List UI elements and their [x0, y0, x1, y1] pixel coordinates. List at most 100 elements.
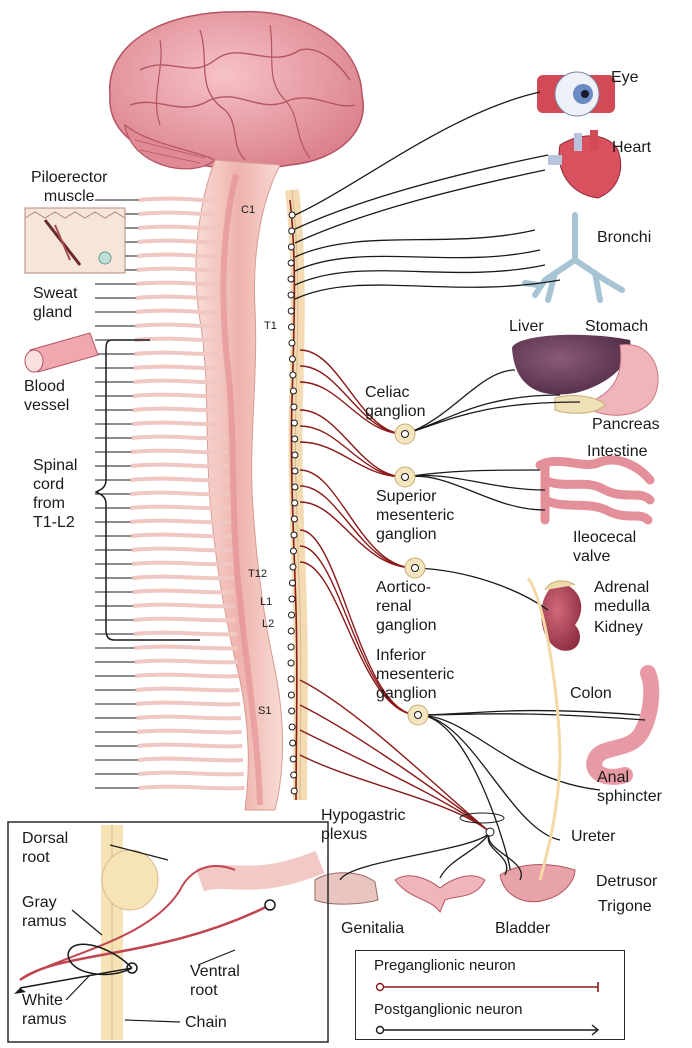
- spinal-nerve-rootlet: [136, 311, 221, 313]
- chain-ganglion-node: [288, 260, 294, 266]
- postganglionic-fiber: [418, 714, 645, 720]
- legend-postganglionic-line: [374, 1024, 606, 1036]
- label-dorsal-root: Dorsalroot: [22, 829, 68, 867]
- label-superior-mesenteric-ganglion: Superiormesentericganglion: [376, 487, 454, 544]
- postganglionic-fiber: [418, 715, 510, 870]
- segment-l2: L2: [262, 618, 274, 630]
- label-colon: Colon: [570, 684, 612, 703]
- postganglionic-fiber: [405, 395, 560, 434]
- spinal-nerve-rootlet: [138, 227, 216, 229]
- chain-ganglion-node: [288, 276, 294, 282]
- spinal-cord-bracket: [96, 340, 200, 640]
- postganglionic-fiber: [418, 715, 600, 790]
- spinal-nerve-rootlet: [131, 521, 231, 523]
- spinal-nerve-rootlet: [133, 591, 235, 593]
- chain-ganglion-node: [290, 740, 296, 746]
- spinal-nerve-rootlet: [134, 353, 222, 355]
- chain-ganglion-node: [289, 612, 295, 618]
- label-pancreas: Pancreas: [592, 415, 660, 434]
- label-bladder: Bladder: [495, 919, 550, 938]
- label-genitalia: Genitalia: [341, 919, 404, 938]
- chain-ganglion-node: [288, 244, 294, 250]
- spinal-nerve-rootlet: [132, 437, 227, 439]
- chain-ganglion-node: [289, 596, 295, 602]
- chain-ganglion-node: [291, 532, 297, 538]
- spinal-nerve-rootlet: [136, 689, 240, 691]
- chain-ganglion-node: [289, 228, 295, 234]
- spinal-nerve-rootlet: [137, 731, 242, 733]
- label-kidney: Kidney: [594, 618, 643, 637]
- spinal-nerve-rootlet: [131, 479, 229, 481]
- intestine-icon: [540, 460, 650, 520]
- chain-ganglion-node: [291, 788, 297, 794]
- spinal-nerve-rootlet: [134, 647, 237, 649]
- spinal-nerve-rootlet: [136, 297, 220, 299]
- chain-ganglion-node: [292, 468, 298, 474]
- spinal-nerve-rootlet: [133, 395, 225, 397]
- spinal-nerve-rootlet: [133, 605, 235, 607]
- chain-ganglion-node: [290, 372, 296, 378]
- postganglionic-fiber: [440, 832, 490, 878]
- chain-ganglion-node: [290, 388, 296, 394]
- heart-icon: [548, 130, 621, 198]
- chain-ganglion-node: [290, 564, 296, 570]
- chain-ganglion-node: [289, 324, 295, 330]
- spinal-nerve-rootlet: [137, 745, 242, 747]
- spinal-nerve-rootlet: [138, 773, 243, 775]
- legend: Preganglionic neuron Postganglionic neur…: [355, 950, 625, 1040]
- chain-ganglion-node: [289, 724, 295, 730]
- postganglionic-fiber: [295, 155, 548, 229]
- preganglionic-fiber: [300, 426, 405, 477]
- legend-postganglionic-label: Postganglionic neuron: [374, 1001, 522, 1018]
- chain-ganglion-node: [289, 340, 295, 346]
- chain-ganglion-node: [291, 516, 297, 522]
- chain-ganglion-node: [288, 292, 294, 298]
- chain-ganglion-node: [289, 580, 295, 586]
- spinal-nerve-rootlet: [134, 633, 237, 635]
- spinal-nerve-rootlet: [139, 213, 216, 215]
- label-intestine: Intestine: [587, 442, 647, 461]
- chain-ganglion-node: [292, 484, 298, 490]
- segment-s1: S1: [258, 705, 271, 717]
- chain-ganglion-node: [291, 404, 297, 410]
- chain-ganglion-node: [291, 420, 297, 426]
- legend-preganglionic-line: [374, 981, 606, 993]
- spinal-nerve-rootlet: [136, 283, 219, 285]
- chain-ganglion-node: [288, 644, 294, 650]
- chain-ganglion-node: [289, 212, 295, 218]
- spinal-nerve-rootlet: [139, 199, 215, 201]
- postganglionic-fiber: [295, 170, 545, 243]
- chain-ganglion-node: [292, 452, 298, 458]
- postganglionic-fiber: [418, 715, 560, 840]
- segment-l1: L1: [260, 596, 272, 608]
- label-inferior-mesenteric-ganglion: Inferiormesentericganglion: [376, 646, 454, 703]
- spinal-nerve-rootlet: [138, 241, 217, 243]
- spinal-nerve-rootlet: [135, 325, 221, 327]
- segment-c1: C1: [241, 204, 255, 216]
- spinal-nerve-rootlet: [132, 577, 234, 579]
- chain-ganglion-node: [289, 708, 295, 714]
- skin-inset: [25, 208, 125, 273]
- spinal-nerve-rootlet: [137, 255, 217, 257]
- label-stomach: Stomach: [585, 317, 648, 336]
- preganglionic-fiber: [300, 442, 405, 477]
- label-heart: Heart: [612, 138, 651, 157]
- label-eye: Eye: [611, 68, 639, 87]
- label-anal-sphincter: Analsphincter: [597, 768, 662, 806]
- chain-ganglion-node: [288, 660, 294, 666]
- spinal-nerve-rootlet: [134, 381, 225, 383]
- spinal-nerve-rootlet: [132, 549, 233, 551]
- label-ureter: Ureter: [571, 827, 615, 846]
- postganglionic-fiber: [295, 250, 540, 271]
- spinal-nerve-rootlet: [134, 619, 236, 621]
- spinal-nerve-rootlet: [134, 367, 223, 369]
- bladder-icon: [500, 865, 575, 902]
- postganglionic-fiber: [295, 230, 535, 257]
- chain-ganglion-node: [288, 308, 294, 314]
- label-trigone: Trigone: [598, 897, 652, 916]
- chain-ganglion-node: [288, 692, 294, 698]
